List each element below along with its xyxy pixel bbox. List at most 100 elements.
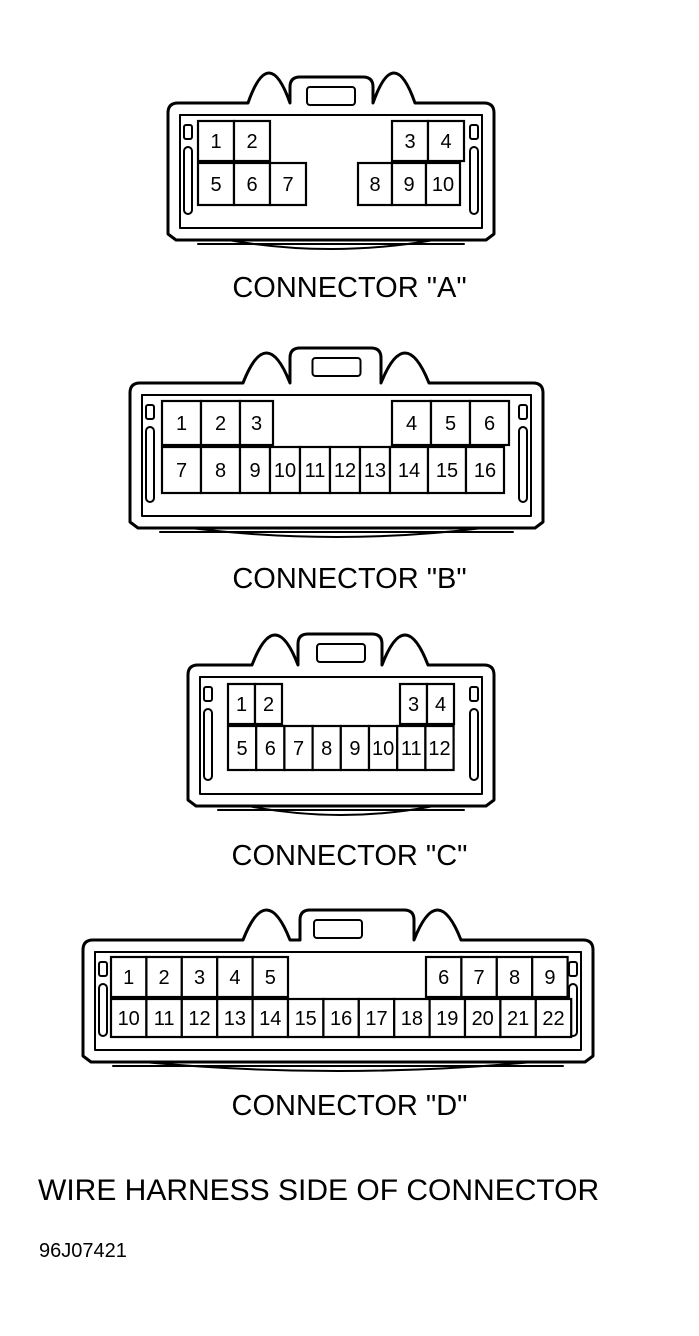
pin-number: 11 bbox=[154, 1008, 175, 1030]
connector-b-pin-3: 3 bbox=[238, 399, 275, 447]
pin-number: 13 bbox=[364, 460, 386, 482]
pin-number: 2 bbox=[263, 694, 274, 716]
pin-number: 10 bbox=[432, 174, 454, 196]
pin-number: 9 bbox=[544, 967, 555, 989]
pin-number: 8 bbox=[509, 967, 520, 989]
pin-number: 1 bbox=[123, 967, 134, 989]
connector-d-pin-17: 17 bbox=[357, 997, 396, 1039]
connector-a-pin-2: 2 bbox=[232, 119, 272, 163]
connector-b-pin-7: 7 bbox=[160, 445, 203, 495]
pin-number: 21 bbox=[507, 1008, 529, 1030]
connector-d-pin-3: 3 bbox=[180, 955, 219, 999]
connector-d-pin-6: 6 bbox=[424, 955, 463, 999]
connector-c-pin-12: 12 bbox=[424, 724, 455, 772]
pin-number: 7 bbox=[282, 174, 293, 196]
pin-number: 12 bbox=[334, 460, 356, 482]
pin-number: 17 bbox=[365, 1008, 387, 1030]
connector-b-pin-8: 8 bbox=[199, 445, 242, 495]
pin-number: 5 bbox=[445, 413, 456, 435]
connector-b-pin-1: 1 bbox=[160, 399, 203, 447]
pin-number: 6 bbox=[484, 413, 495, 435]
pin-number: 2 bbox=[215, 413, 226, 435]
connector-c-pin-11: 11 bbox=[396, 724, 427, 772]
pin-number: 19 bbox=[436, 1008, 458, 1030]
connector-d-pin-2: 2 bbox=[145, 955, 183, 999]
pin-number: 3 bbox=[408, 694, 419, 716]
connector-c-pin-7: 7 bbox=[283, 724, 314, 772]
pin-number: 2 bbox=[246, 131, 257, 153]
connector-a-pin-3: 3 bbox=[390, 119, 430, 163]
pin-number: 1 bbox=[236, 694, 247, 716]
pin-number: 10 bbox=[372, 738, 394, 760]
pin-number: 2 bbox=[159, 967, 170, 989]
pin-number: 4 bbox=[440, 131, 451, 153]
pin-number: 10 bbox=[274, 460, 296, 482]
footer-title: WIRE HARNESS SIDE OF CONNECTOR bbox=[38, 1174, 600, 1207]
pin-number: 5 bbox=[210, 174, 221, 196]
connector-d-pin-5: 5 bbox=[251, 955, 290, 999]
connector-c-label: CONNECTOR "C" bbox=[231, 840, 468, 872]
connector-c-pin-1: 1 bbox=[226, 682, 257, 726]
connector-d-pin-1: 1 bbox=[109, 955, 148, 999]
connector-d-pin-20: 20 bbox=[463, 997, 502, 1039]
pin-number: 6 bbox=[246, 174, 257, 196]
pin-number: 6 bbox=[265, 738, 276, 760]
connector-b-pin-14: 14 bbox=[388, 445, 430, 495]
connector-a-pin-6: 6 bbox=[232, 161, 272, 207]
connector-b-pin-13: 13 bbox=[358, 445, 392, 495]
reference-code: 96J07421 bbox=[39, 1240, 127, 1262]
connector-c-pin-8: 8 bbox=[311, 724, 342, 772]
connector-b-pin-2: 2 bbox=[199, 399, 242, 447]
pin-number: 11 bbox=[401, 738, 422, 760]
pin-number: 14 bbox=[259, 1008, 281, 1030]
pin-number: 22 bbox=[542, 1008, 564, 1030]
connector-d-pin-12: 12 bbox=[180, 997, 219, 1039]
pin-number: 20 bbox=[472, 1008, 494, 1030]
connector-d-pin-15: 15 bbox=[286, 997, 325, 1039]
connector-d-pin-8: 8 bbox=[495, 955, 534, 999]
connector-b-pin-10: 10 bbox=[268, 445, 302, 495]
connector-d-pin-13: 13 bbox=[216, 997, 254, 1039]
pin-number: 5 bbox=[237, 738, 248, 760]
pin-number: 15 bbox=[436, 460, 458, 482]
connector-a-pin-1: 1 bbox=[196, 119, 236, 163]
connector-b-pin-15: 15 bbox=[426, 445, 468, 495]
connector-d-pin-19: 19 bbox=[428, 997, 467, 1039]
connector-b-pin-9: 9 bbox=[238, 445, 272, 495]
connector-b-label: CONNECTOR "B" bbox=[232, 563, 467, 595]
connector-d-pin-14: 14 bbox=[251, 997, 290, 1039]
connector-d-pin-10: 10 bbox=[109, 997, 148, 1039]
connector-a-pin-9: 9 bbox=[390, 161, 428, 207]
pin-number: 3 bbox=[194, 967, 205, 989]
connector-a-pin-5: 5 bbox=[196, 161, 236, 207]
pin-number: 11 bbox=[305, 460, 326, 482]
connector-c-pin-2: 2 bbox=[253, 682, 284, 726]
connector-c-pin-4: 4 bbox=[425, 682, 456, 726]
connector-a-pin-10: 10 bbox=[424, 161, 462, 207]
connector-b-pin-16: 16 bbox=[464, 445, 506, 495]
pin-number: 9 bbox=[403, 174, 414, 196]
connector-c-pin-9: 9 bbox=[339, 724, 371, 772]
pin-number: 12 bbox=[188, 1008, 210, 1030]
connector-d-pin-4: 4 bbox=[216, 955, 254, 999]
pin-number: 1 bbox=[176, 413, 187, 435]
connector-c-pin-3: 3 bbox=[398, 682, 429, 726]
pin-number: 8 bbox=[215, 460, 226, 482]
pin-number: 8 bbox=[321, 738, 332, 760]
connector-b-pin-6: 6 bbox=[468, 399, 511, 447]
pin-number: 6 bbox=[438, 967, 449, 989]
pin-number: 1 bbox=[210, 131, 221, 153]
pin-number: 12 bbox=[428, 738, 450, 760]
connector-c-pin-6: 6 bbox=[255, 724, 286, 772]
connector-d-pin-22: 22 bbox=[534, 997, 573, 1039]
connector-a-pin-8: 8 bbox=[356, 161, 394, 207]
connector-a-pin-7: 7 bbox=[268, 161, 308, 207]
pin-number: 4 bbox=[406, 413, 417, 435]
pin-number: 13 bbox=[224, 1008, 246, 1030]
pin-number: 9 bbox=[349, 738, 360, 760]
pin-number: 7 bbox=[474, 967, 485, 989]
